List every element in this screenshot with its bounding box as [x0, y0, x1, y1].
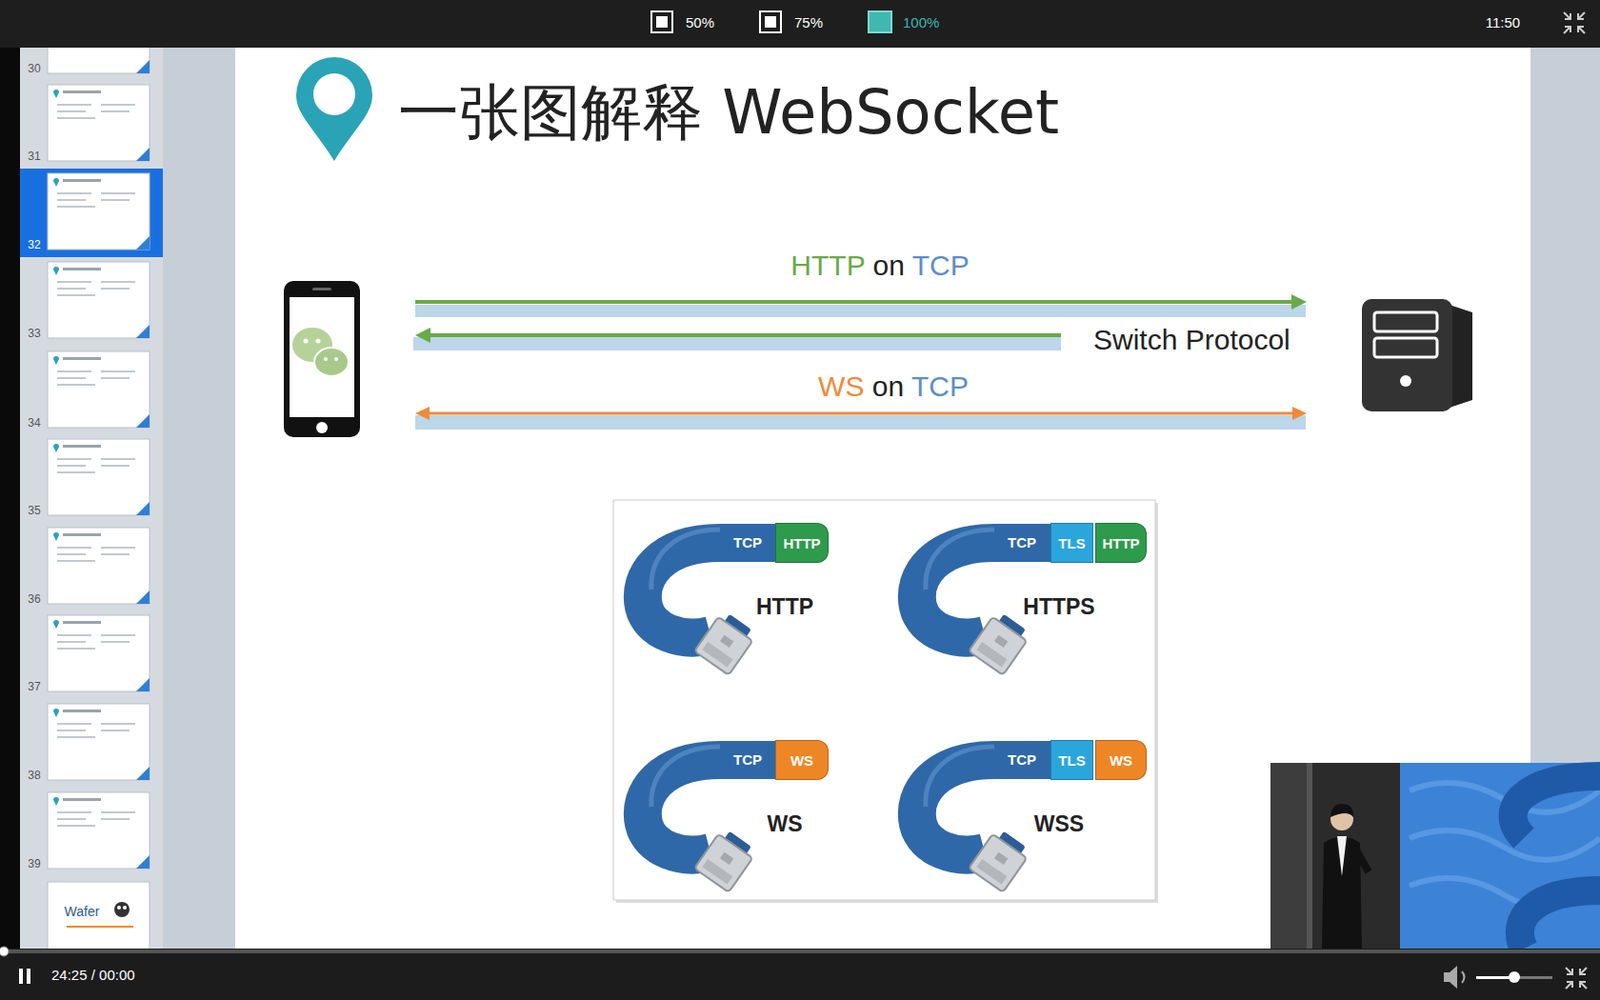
slide-number: 38	[27, 768, 40, 782]
layer-tag: TCP	[1007, 751, 1037, 769]
layer-tag: TCP	[1007, 534, 1037, 552]
zoom-option: 100%	[902, 14, 940, 32]
zoom-option: 50%	[685, 14, 715, 32]
http-request-arrow	[415, 294, 1307, 318]
protocol-tag: TLS	[1050, 740, 1094, 780]
slide-number: 37	[27, 680, 40, 694]
slide-number: 36	[27, 592, 40, 606]
selected-thumbnail-highlight	[20, 168, 163, 258]
slide-number: 31	[27, 149, 40, 163]
arrow-label: Switch Protocol	[1093, 322, 1291, 358]
thumbnail-text: Wafer	[64, 903, 100, 920]
slide-number: 30	[27, 61, 40, 76]
clock-time: 11:50	[1485, 14, 1520, 32]
top-toolbar	[0, 0, 1600, 48]
slide-title: 一张图解释 WebSocket	[398, 76, 1060, 150]
protocol-tag: WS	[775, 740, 829, 780]
cable-illustration	[613, 500, 1159, 903]
arrow-label: HTTP on TCP	[790, 248, 969, 283]
left-strip	[0, 47, 20, 949]
tag-text: WS	[790, 752, 814, 769]
protocol-tag: HTTP	[1095, 522, 1147, 563]
thumbnail-panel	[20, 47, 163, 949]
server-icon	[1361, 299, 1473, 412]
arrow-label: WS on TCP	[818, 369, 969, 404]
tag-text: HTTP	[1101, 535, 1140, 552]
slide-thumbnails	[47, 0, 150, 959]
slide-number: 33	[27, 326, 40, 340]
protocol-tag: TLS	[1050, 522, 1094, 563]
layer-tag: TCP	[733, 534, 762, 552]
websocket-arrow	[415, 406, 1307, 430]
protocol-caption: HTTP	[756, 594, 814, 621]
tag-text: TLS	[1058, 752, 1085, 769]
phone-icon	[283, 280, 360, 438]
tag-text: WS	[1109, 752, 1133, 769]
switch-protocol-arrow	[413, 327, 1061, 351]
protocol-tag: HTTP	[775, 522, 829, 563]
tag-text: TLS	[1058, 535, 1085, 552]
slide-number: 34	[27, 416, 40, 430]
slide-number: 35	[27, 503, 40, 518]
slide-number: 39	[27, 857, 40, 871]
playback-time: 24:25 / 00:00	[51, 966, 136, 984]
protocol-tag: WS	[1095, 740, 1147, 780]
slide-number: 32	[27, 238, 40, 252]
protocol-caption: HTTPS	[1022, 594, 1095, 621]
zoom-option: 75%	[794, 14, 823, 32]
tag-text: HTTP	[782, 535, 820, 552]
layer-tag: TCP	[733, 751, 762, 769]
bottom-controls	[0, 946, 1600, 1000]
slide-page	[235, 47, 1531, 949]
protocol-caption: WSS	[1034, 811, 1084, 839]
protocol-caption: WS	[766, 811, 802, 839]
speaker-video-inset	[1270, 762, 1600, 949]
location-pin-icon	[296, 57, 373, 161]
